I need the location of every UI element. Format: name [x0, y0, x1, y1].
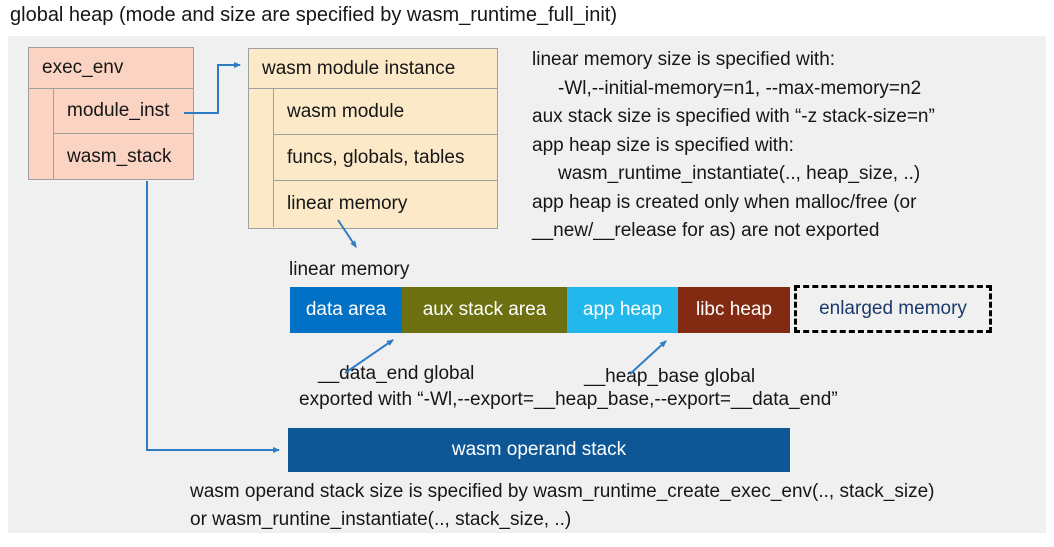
note-line: app heap is created only when malloc/fre…	[532, 191, 917, 213]
note-line: linear memory size is specified with:	[532, 49, 836, 70]
exec-env-header: exec_env	[29, 48, 193, 89]
wasm-operand-stack-bar: wasm operand stack	[288, 428, 790, 472]
exec-env-fields: module_inst wasm_stack	[53, 89, 193, 179]
footer-line: wasm operand stack size is specified by …	[190, 481, 935, 502]
exec-env-field-module-inst: module_inst	[54, 89, 193, 134]
module-instance-field-wasm-module: wasm module	[274, 89, 497, 135]
footer-block: wasm operand stack size is specified by …	[190, 478, 935, 534]
segment-libc-heap: libc heap	[678, 287, 790, 333]
note-line: __new/__release for as) are not exported	[532, 220, 880, 241]
segment-enlarged-memory: enlarged memory	[794, 285, 992, 333]
note-line: app heap size is specified with:	[532, 134, 794, 156]
exec-env-field-wasm-stack: wasm_stack	[67, 145, 172, 167]
linear-memory-bar: data area aux stack area app heap libc h…	[290, 287, 790, 333]
data-end-global-label: __data_end global	[318, 363, 475, 384]
linear-memory-label: linear memory	[289, 259, 410, 280]
module-instance-header: wasm module instance	[249, 49, 497, 89]
segment-data-area: data area	[290, 287, 402, 333]
note-line: aux stack size is specified with “-z sta…	[532, 106, 935, 127]
module-instance-box: wasm module instance wasm module funcs, …	[248, 48, 498, 229]
module-instance-field-funcs-globals-tables: funcs, globals, tables	[274, 135, 497, 181]
note-line: -Wl,--initial-memory=n1, --max-memory=n2	[558, 77, 922, 99]
export-flags-label: exported with “-Wl,--export=__heap_base,…	[299, 389, 838, 410]
footer-line: or wasm_runtine_instantiate(.., stack_si…	[190, 509, 572, 530]
module-instance-fields: wasm module funcs, globals, tables linea…	[273, 89, 497, 227]
segment-app-heap: app heap	[567, 287, 678, 333]
segment-aux-stack-area: aux stack area	[402, 287, 567, 333]
heap-base-global-label: __heap_base global	[584, 366, 756, 387]
diagram-title: global heap (mode and size are specified…	[10, 4, 617, 26]
module-instance-field-linear-memory: linear memory	[287, 193, 408, 214]
note-line: wasm_runtime_instantiate(.., heap_size, …	[558, 163, 921, 184]
notes-block: linear memory size is specified with: -W…	[532, 46, 935, 246]
exec-env-box: exec_env module_inst wasm_stack	[28, 47, 194, 180]
